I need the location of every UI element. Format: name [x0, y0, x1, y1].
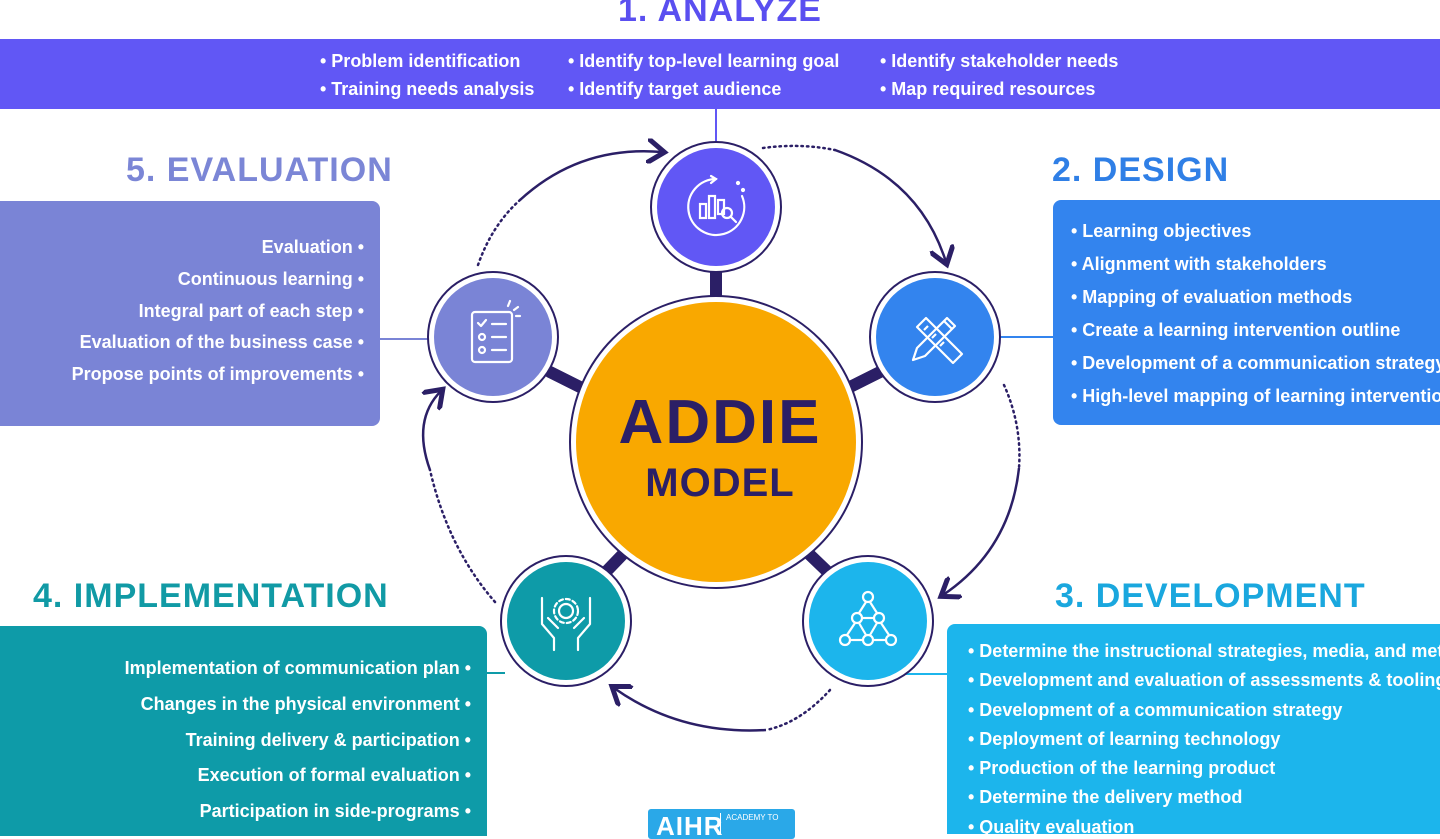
development-list: • Determine the instructional strategies… — [968, 637, 1440, 834]
analyze-item: • Map required resources — [880, 79, 1096, 99]
development-circle — [809, 562, 927, 680]
cycle-arrows — [423, 150, 1021, 732]
development-item: • Determine the instructional strategies… — [968, 641, 1440, 661]
implementation-title: 4. IMPLEMENTATION — [33, 577, 389, 615]
logo-mark: AIHR — [656, 811, 724, 839]
analyze-box: • Problem identification • Training need… — [0, 39, 1440, 109]
analyze-column-2: • Identify top-level learning goal • Ide… — [568, 47, 839, 103]
evaluation-title: 5. EVALUATION — [126, 151, 393, 189]
design-circle — [876, 278, 994, 396]
development-item: • Development of a communication strateg… — [968, 699, 1343, 720]
evaluation-item: Evaluation of the business case • — [79, 332, 364, 353]
evaluation-box: Evaluation • Continuous learning • Integ… — [0, 201, 380, 426]
aihr-logo: AIHR ACADEMY TO — [648, 809, 795, 839]
center-title: ADDIE — [618, 388, 822, 457]
design-item: • Development of a communication strateg… — [1071, 353, 1440, 373]
development-box: • Determine the instructional strategies… — [947, 624, 1440, 834]
center-subtitle: MODEL — [645, 461, 795, 505]
checklist-icon — [470, 299, 522, 364]
hands-gear-icon — [540, 596, 592, 652]
implementation-list: Implementation of communication plan • C… — [0, 651, 471, 830]
analyze-item: • Training needs analysis — [320, 79, 535, 99]
evaluation-list: Evaluation • Continuous learning • Integ… — [0, 232, 364, 391]
design-item: • Alignment with stakeholders — [1071, 254, 1327, 274]
network-triangle-icon — [838, 590, 898, 647]
evaluation-item: Propose points of improvements • — [71, 364, 364, 385]
chart-analysis-icon — [687, 174, 746, 237]
center-stems — [544, 264, 886, 584]
center-circle — [576, 302, 856, 582]
design-item: • High-level mapping of learning interve… — [1071, 386, 1440, 406]
development-item: • Quality evaluation — [968, 816, 1135, 834]
design-item: • Learning objectives — [1071, 221, 1252, 241]
evaluation-item: Continuous learning • — [177, 268, 364, 289]
design-box: • Learning objectives • Alignment with s… — [1053, 200, 1440, 425]
development-title: 3. DEVELOPMENT — [1055, 577, 1366, 615]
implementation-item: Training delivery & participation • — [185, 729, 471, 750]
cycle-dotted-arcs — [428, 144, 1021, 732]
analyze-column-3: • Identify stakeholder needs • Map requi… — [880, 47, 1118, 103]
development-item: • Deployment of learning technology — [968, 728, 1281, 749]
development-item: • Production of the learning product — [968, 758, 1276, 779]
analyze-item: • Identify target audience — [568, 79, 782, 99]
logo-divider — [720, 813, 721, 835]
implementation-item: Changes in the physical environment • — [140, 693, 471, 714]
design-item: • Mapping of evaluation methods — [1071, 287, 1353, 307]
design-list: • Learning objectives • Alignment with s… — [1071, 215, 1440, 413]
analyze-item: • Problem identification — [320, 51, 521, 71]
implementation-item: Implementation of communication plan • — [124, 658, 471, 678]
logo-tagline: ACADEMY TO — [726, 813, 779, 822]
implementation-box: Implementation of communication plan • C… — [0, 626, 487, 836]
analyze-column-1: • Problem identification • Training need… — [320, 47, 534, 103]
design-item: • Create a learning intervention outline — [1071, 320, 1401, 340]
development-item: • Development and evaluation of assessme… — [968, 670, 1440, 691]
evaluation-item: Evaluation • — [261, 237, 364, 257]
analyze-item: • Identify stakeholder needs — [880, 51, 1119, 71]
pencil-ruler-icon — [911, 316, 964, 365]
design-title: 2. DESIGN — [1052, 151, 1230, 189]
evaluation-item: Integral part of each step • — [138, 300, 364, 321]
implementation-item: Participation in side-programs • — [199, 801, 471, 822]
implementation-item: Execution of formal evaluation • — [197, 765, 471, 786]
analyze-title: 1. ANALYZE — [618, 0, 822, 29]
analyze-item: • Identify top-level learning goal — [568, 51, 840, 71]
implementation-circle — [507, 562, 625, 680]
development-item: • Determine the delivery method — [968, 787, 1243, 808]
